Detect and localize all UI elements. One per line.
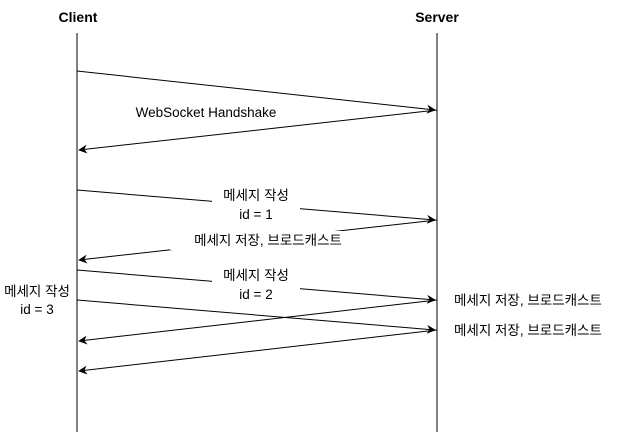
- write3-arrow: [76, 299, 436, 334]
- client-actor-label: Client: [59, 9, 98, 25]
- broadcast2-arrow: [78, 299, 438, 345]
- server-actor-label: Server: [415, 9, 459, 25]
- handshake-response-arrow: [78, 109, 438, 154]
- write1-label-bg: [212, 185, 300, 225]
- broadcast2-label: 메세지 저장, 브로드캐스트: [454, 293, 602, 308]
- write2-label-line2: id = 2: [239, 287, 272, 302]
- write1-label-line2: id = 1: [239, 207, 272, 222]
- broadcast3-label: 메세지 저장, 브로드캐스트: [454, 323, 602, 338]
- write2-label-bg: [212, 265, 300, 305]
- handshake-label: WebSocket Handshake: [136, 105, 277, 120]
- handshake-request-arrow: [76, 70, 436, 114]
- broadcast3-arrow: [78, 329, 438, 375]
- write2-label-line1: 메세지 작성: [223, 268, 289, 283]
- write1-label-line1: 메세지 작성: [223, 188, 289, 203]
- write3-label-line1: 메세지 작성: [4, 284, 70, 299]
- write3-label-line2: id = 3: [20, 302, 53, 317]
- broadcast1-label: 메세지 저장, 브로드캐스트: [194, 233, 342, 248]
- broadcast1-label-bg: [170, 231, 366, 250]
